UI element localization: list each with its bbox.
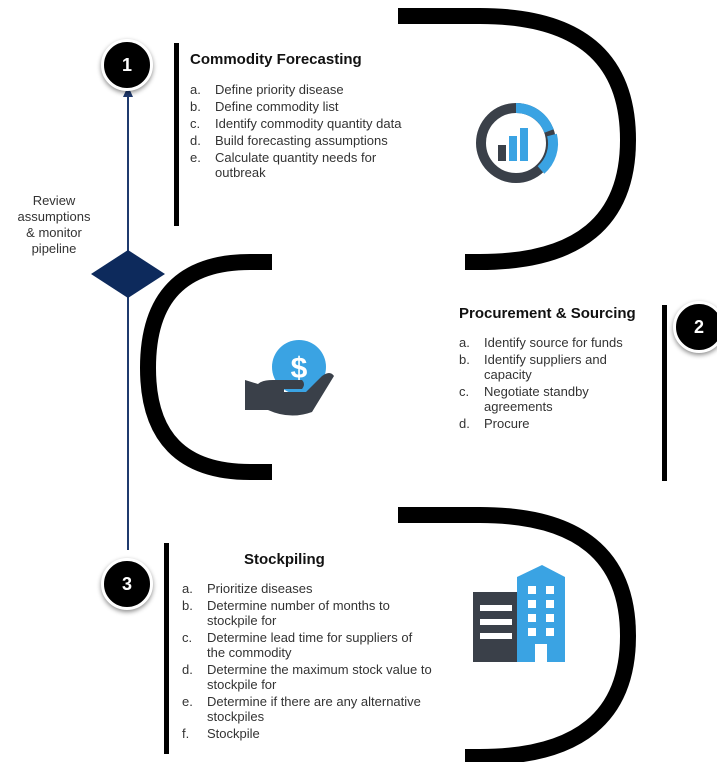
buildings-icon bbox=[473, 565, 565, 662]
list-text: Identify suppliers and capacity bbox=[484, 352, 607, 382]
list-letter: f. bbox=[182, 726, 190, 741]
list-item: d. Determine the maximum stock value to s… bbox=[182, 662, 432, 692]
list-item: b. Determine number of months to stockpil… bbox=[182, 598, 432, 628]
step-2-title: Procurement & Sourcing bbox=[459, 305, 636, 322]
step-3-badge: 3 bbox=[101, 558, 153, 610]
list-text: Build forecasting assumptions bbox=[215, 133, 388, 148]
list-text: Stockpile bbox=[207, 726, 260, 741]
list-item: c. Identify commodity quantity data bbox=[190, 116, 415, 131]
list-letter: a. bbox=[459, 335, 470, 350]
list-letter: a. bbox=[182, 581, 193, 596]
list-text: Determine the maximum stock value to sto… bbox=[207, 662, 432, 692]
list-letter: c. bbox=[182, 630, 193, 645]
step-3-title: Stockpiling bbox=[244, 551, 325, 568]
list-item: d. Build forecasting assumptions bbox=[190, 133, 415, 148]
list-text: Determine if there are any alternative s… bbox=[207, 694, 421, 724]
list-text: Negotiate standby agreements bbox=[484, 384, 589, 414]
list-text: Determine lead time for suppliers of the… bbox=[207, 630, 413, 660]
list-letter: e. bbox=[182, 694, 193, 709]
review-label: Review assumptions & monitor pipeline bbox=[4, 193, 104, 257]
list-item: a. Identify source for funds bbox=[459, 335, 655, 350]
step-3-list: a. Prioritize diseases b. Determine number… bbox=[182, 581, 432, 743]
list-text: Determine number of months to stockpile … bbox=[207, 598, 390, 628]
list-text: Identify commodity quantity data bbox=[215, 116, 402, 131]
arrow-head bbox=[123, 86, 133, 97]
list-letter: a. bbox=[190, 82, 201, 97]
list-item: e. Determine if there are any alternative… bbox=[182, 694, 432, 724]
list-item: a. Define priority disease bbox=[190, 82, 415, 97]
list-item: a. Prioritize diseases bbox=[182, 581, 432, 596]
hand-dollar-icon: $ bbox=[245, 340, 334, 416]
list-letter: b. bbox=[459, 352, 470, 367]
list-text: Calculate quantity needs for outbreak bbox=[215, 150, 377, 180]
list-text: Procure bbox=[484, 416, 530, 431]
step-2-bar bbox=[662, 305, 667, 481]
list-letter: b. bbox=[182, 598, 193, 613]
step-1-title: Commodity Forecasting bbox=[190, 51, 362, 68]
review-label-line: assumptions bbox=[17, 209, 91, 224]
track-arc-2 bbox=[139, 254, 272, 480]
step-3-bar bbox=[164, 543, 169, 754]
review-label-line: pipeline bbox=[31, 241, 77, 256]
list-text: Identify source for funds bbox=[484, 335, 623, 350]
donut-chart-icon bbox=[476, 102, 559, 183]
list-item: b. Identify suppliers and capacity bbox=[459, 352, 655, 382]
list-item: d. Procure bbox=[459, 416, 655, 431]
review-diamond bbox=[91, 250, 165, 298]
step-2-badge: 2 bbox=[673, 301, 717, 353]
list-item: f. Stockpile bbox=[182, 726, 432, 741]
list-letter: c. bbox=[459, 384, 470, 399]
list-text: Define priority disease bbox=[215, 82, 344, 97]
list-item: b. Define commodity list bbox=[190, 99, 415, 114]
step-1-list: a. Define priority disease b. Define commo… bbox=[190, 82, 415, 182]
list-text: Prioritize diseases bbox=[207, 581, 313, 596]
list-item: c. Determine lead time for suppliers of t… bbox=[182, 630, 432, 660]
review-label-line: & monitor bbox=[26, 225, 82, 240]
track-arc-3 bbox=[398, 507, 637, 762]
step-2-list: a. Identify source for funds b. Identify s… bbox=[459, 335, 655, 433]
list-letter: b. bbox=[190, 99, 201, 114]
list-letter: e. bbox=[190, 150, 201, 165]
svg-text:$: $ bbox=[291, 352, 308, 385]
list-text: Define commodity list bbox=[215, 99, 339, 114]
list-letter: d. bbox=[182, 662, 193, 677]
track-arc-1 bbox=[398, 7, 637, 270]
review-label-line: Review bbox=[32, 193, 76, 208]
step-1-bar bbox=[174, 43, 179, 226]
list-item: e. Calculate quantity needs for outbreak bbox=[190, 150, 415, 180]
list-letter: d. bbox=[459, 416, 470, 431]
list-letter: d. bbox=[190, 133, 201, 148]
list-item: c. Negotiate standby agreements bbox=[459, 384, 655, 414]
step-1-badge: 1 bbox=[101, 39, 153, 91]
list-letter: c. bbox=[190, 116, 201, 131]
